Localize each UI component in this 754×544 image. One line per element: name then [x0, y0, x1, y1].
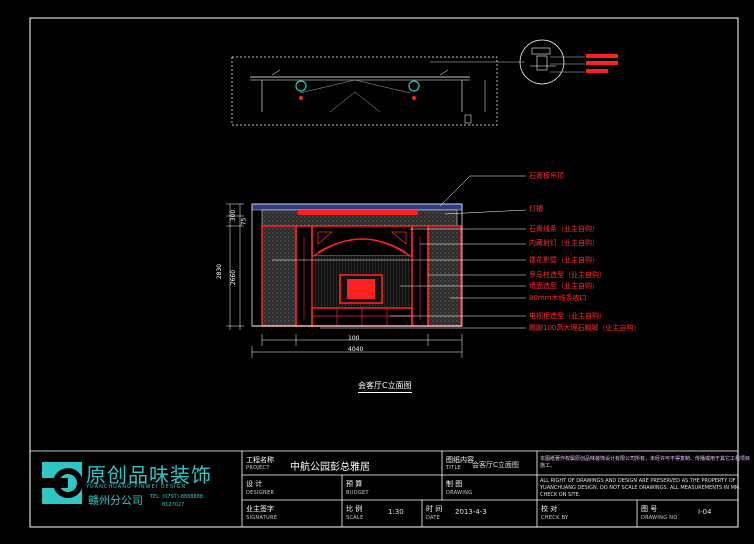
copyright-note-en: ALL RIGHT OF DRAWINGS AND DESIGN ARE PRE… [540, 478, 741, 498]
date-value[interactable]: 2013-4-3 [455, 508, 487, 516]
callout-3: 石膏线条（业主自购） [529, 225, 599, 233]
dim-label: 300 [230, 209, 238, 222]
company-name: 原创品味装饰 [86, 463, 212, 487]
company-logo-mark [42, 462, 83, 504]
drawingno-label: 图 号 [641, 505, 658, 513]
project-label: 工程名称 [246, 456, 274, 464]
scale-label: 比 例 [346, 505, 363, 513]
check-label-en: CHECK BY [541, 515, 569, 521]
callout-9: 电视柜造型（业主自购） [529, 312, 606, 320]
date-label: 时 间 [426, 505, 443, 513]
title-value[interactable]: 会客厅C立面图 [472, 461, 519, 469]
drawingno-value[interactable]: I-04 [698, 508, 712, 516]
drawing-frame [29, 17, 739, 528]
dim-label: 100 [348, 335, 360, 342]
dimension-lines [226, 203, 463, 358]
drawing-label-en: DRAWING [446, 490, 473, 496]
dim-label: 75 [240, 217, 248, 226]
dim-label: 2660 [230, 269, 238, 286]
callout-leaders [272, 175, 527, 329]
title-label-en: TITLE [446, 465, 462, 471]
date-label-en: DATE [426, 515, 441, 521]
title-label: 图纸内容 [446, 456, 474, 464]
project-label-en: PROJECT [246, 465, 270, 471]
callout-5: 镂花影壁（业主自购） [529, 256, 599, 264]
ceiling-detail [430, 39, 618, 85]
designer-label-en: DESIGNER [246, 490, 275, 496]
budget-label: 预 算 [346, 480, 363, 488]
company-tel-2: 8127027 [162, 502, 185, 508]
copyright-note-cn: 本图纸著作权属原创品味装饰设计有限公司所有，未经许可不得复制、传播或用于其它工程… [540, 456, 751, 469]
wall-elevation [251, 203, 463, 327]
company-tel: TEL: (0797)-8888888 [150, 494, 203, 500]
check-label: 校 对 [541, 505, 558, 513]
callout-8: 80mm木线条收口 [529, 294, 587, 302]
signature-label-en: SIGNATURE [246, 515, 278, 521]
dim-label: 4040 [348, 346, 364, 353]
callout-1: 石膏板吊顶 [529, 172, 564, 180]
callout-4: 内藏射灯（业主自购） [529, 239, 599, 247]
callout-7: 墙面造型（业主自购） [529, 282, 599, 290]
company-branch: 赣州分公司 [88, 494, 143, 507]
signature-label: 业主签字 [246, 505, 274, 513]
callout-10: 踢脚100高大理石踢脚（业主自购） [529, 324, 641, 332]
drawingno-label-en: DRAWING NO [641, 515, 678, 521]
drawing-caption: 会客厅C立面图 [358, 380, 412, 393]
scale-label-en: SCALE [346, 515, 364, 521]
budget-label-en: BUDGET [346, 490, 369, 496]
designer-label: 设 计 [246, 480, 263, 488]
callout-2: 灯槽 [529, 205, 543, 213]
titleblock-frame [30, 450, 738, 527]
drawing-label: 制 图 [446, 480, 463, 488]
scale-value[interactable]: 1:30 [388, 508, 404, 516]
ceiling-section [231, 56, 498, 126]
callout-6: 罗马柱造型（业主自购） [529, 271, 606, 279]
project-value[interactable]: 中航公园彭总雅居 [290, 462, 370, 473]
company-name-en: YUANCHUANG PINWEI DESIGN [86, 484, 187, 490]
dim-label: 2830 [216, 263, 224, 280]
